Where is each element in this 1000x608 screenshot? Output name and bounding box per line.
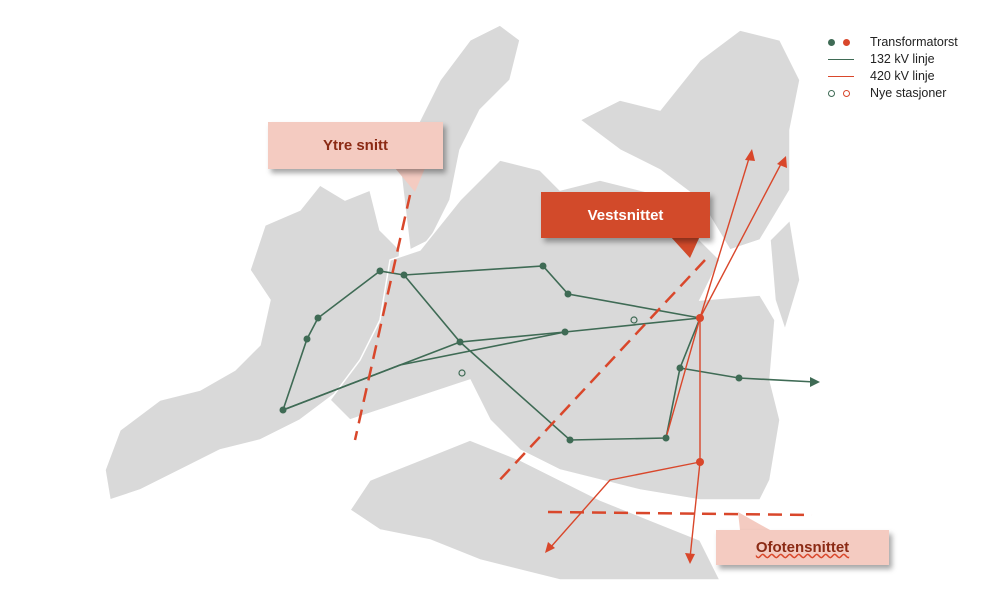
line-420kv — [665, 317, 701, 439]
station — [314, 314, 322, 322]
green-dot-icon — [828, 39, 835, 46]
legend-item-transformer: Transformatorst — [828, 34, 958, 51]
lines-420kv — [545, 149, 787, 564]
arrowhead — [685, 553, 695, 564]
legend-item-new-stations: Nye stasjoner — [828, 85, 958, 102]
station-420 — [696, 314, 704, 322]
cut-lines — [353, 194, 813, 517]
green-line-icon — [828, 59, 854, 60]
station — [539, 262, 547, 270]
land-western-islands — [104, 184, 401, 501]
station — [566, 436, 574, 444]
line-420kv — [699, 161, 783, 319]
new-station — [458, 369, 466, 377]
stations — [279, 262, 743, 466]
vestsnittet-line — [494, 259, 706, 486]
ytre-snitt-callout: Ytre snitt — [268, 122, 443, 169]
ofotensnittet-line — [547, 510, 813, 517]
land-masses — [104, 24, 801, 581]
ytre-pointer — [395, 168, 425, 192]
station — [676, 364, 684, 372]
line-132kv — [282, 331, 566, 411]
arrowhead — [545, 542, 555, 553]
legend-label: 132 kV linje — [870, 52, 935, 66]
arrowhead — [745, 149, 755, 161]
legend-label: 420 kV linje — [870, 69, 935, 83]
ofoten-pointer — [738, 512, 770, 530]
line-420kv — [699, 154, 751, 319]
green-ring-icon — [828, 90, 835, 97]
station — [376, 267, 384, 275]
arrowhead — [810, 377, 820, 387]
new-station — [630, 316, 638, 324]
ytre-snitt-line — [353, 194, 412, 441]
callout-pointers — [395, 168, 770, 530]
station — [456, 338, 464, 346]
vest-pointer — [670, 236, 700, 258]
land-central — [329, 159, 781, 501]
station — [564, 290, 572, 298]
red-dot-icon — [843, 39, 850, 46]
legend-label: Nye stasjoner — [870, 86, 947, 100]
legend-item-132kv: 132 kV linje — [828, 51, 958, 68]
legend: Transformatorst 132 kV linje 420 kV linj… — [828, 34, 958, 102]
arrowhead — [777, 156, 787, 168]
station — [279, 406, 287, 414]
station — [561, 328, 569, 336]
station-420 — [696, 458, 704, 466]
line-420kv — [549, 461, 701, 549]
red-line-icon — [828, 76, 854, 77]
vestsnittet-callout: Vestsnittet — [541, 192, 710, 238]
legend-label: Transformatorst — [870, 35, 958, 49]
line-132kv — [282, 270, 381, 411]
ofotensnittet-callout: Ofotensnittet — [716, 530, 889, 565]
line-132kv — [403, 274, 701, 343]
red-ring-icon — [843, 90, 850, 97]
land-south-coast — [348, 439, 722, 581]
land-east-edge — [769, 218, 801, 333]
station — [662, 434, 670, 442]
legend-item-420kv: 420 kV linje — [828, 68, 958, 85]
station — [735, 374, 743, 382]
station — [303, 335, 311, 343]
station — [400, 271, 408, 279]
land-northeast — [578, 29, 801, 251]
